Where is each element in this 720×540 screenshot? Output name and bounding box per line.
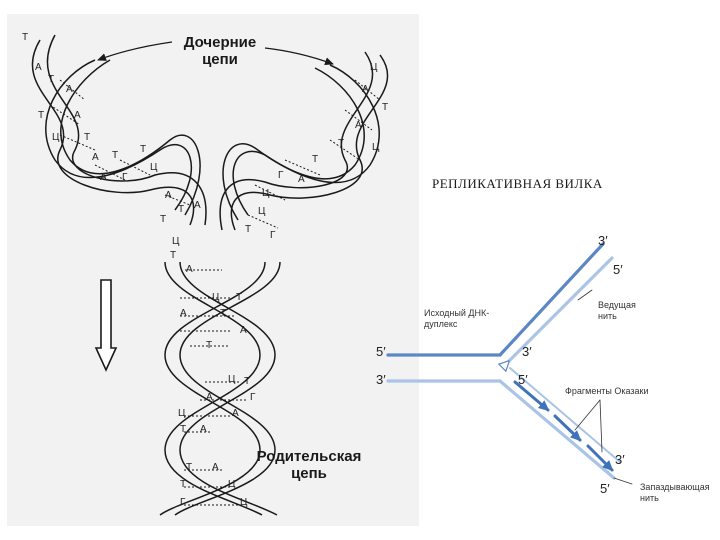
leader-line — [599, 399, 603, 453]
leader-line — [577, 289, 593, 301]
nucleotide-letter: Т — [236, 292, 242, 303]
nucleotide-letter: А — [165, 190, 172, 201]
nucleotide-letter: А — [355, 120, 362, 131]
nucleotide-letter: А — [92, 152, 99, 163]
prime-5-bottom: 5′ — [600, 481, 610, 496]
lagging-template — [498, 379, 616, 480]
nucleotide-letter: Ц — [172, 236, 180, 247]
down-arrow-icon — [94, 279, 118, 372]
nucleotide-letter: А — [74, 110, 81, 121]
nucleotide-letter: Т — [160, 214, 166, 225]
leader-line — [574, 399, 601, 431]
nucleotide-letter: Ц — [212, 292, 220, 303]
okazaki-fragment — [513, 380, 550, 412]
nucleotide-letter: Т — [38, 110, 44, 121]
nucleotide-letter: Ц — [228, 479, 236, 490]
prime-5-top: 5′ — [613, 262, 623, 277]
okazaki-fragment — [586, 444, 614, 472]
nucleotide-letter: Ц — [372, 142, 380, 153]
prime-5-mid: 5′ — [518, 372, 528, 387]
leading-new-strand — [508, 256, 614, 362]
prime-3-mid: 3′ — [522, 344, 532, 359]
nucleotide-letter: Т — [244, 376, 250, 387]
parent-duplex-label: Исходный ДНК-дуплекс — [424, 308, 490, 329]
nucleotide-letter: А — [186, 264, 193, 275]
prime-3-bottom: 3′ — [615, 452, 625, 467]
nucleotide-letter: Т — [22, 32, 28, 43]
nucleotide-letter: Г — [270, 230, 276, 241]
nucleotide-letter: Т — [180, 479, 186, 490]
nucleotide-letter: Г — [122, 172, 128, 183]
nucleotide-letter: А — [232, 408, 239, 419]
leader-line — [613, 477, 633, 485]
prime-3-left: 3′ — [376, 372, 386, 387]
replication-fork — [386, 242, 633, 485]
nucleotide-letter: Т — [338, 138, 344, 149]
nucleotide-letter: Т — [140, 144, 146, 155]
nucleotide-letter: Т — [312, 154, 318, 165]
nucleotide-letter: А — [240, 325, 247, 336]
nucleotide-letter: Т — [180, 424, 186, 435]
nucleotide-letter: А — [206, 392, 213, 403]
nucleotide-letter: Ц — [370, 62, 378, 73]
nucleotide-letter: Т — [220, 308, 226, 319]
nucleotide-letter: А — [194, 200, 201, 211]
nucleotide-letter: Т — [382, 102, 388, 113]
nucleotide-letter: Ц — [262, 188, 270, 199]
nucleotide-letter: А — [200, 424, 207, 435]
nucleotide-letter: А — [212, 462, 219, 473]
nucleotide-letter: Т — [112, 150, 118, 161]
nucleotide-letter: Ц — [240, 497, 248, 508]
nucleotide-letter: Ц — [258, 206, 266, 217]
daughter-helix-right — [219, 51, 389, 231]
prime-5-left: 5′ — [376, 344, 386, 359]
okazaki-fragments-label: Фрагменты Оказаки — [565, 386, 649, 396]
replication-fork-title: РЕПЛИКАТИВНАЯ ВИЛКА — [432, 176, 603, 191]
nucleotide-letter: Ц — [228, 374, 236, 385]
leading-strand-label: Ведущая нить — [598, 300, 636, 321]
nucleotide-letter: Т — [206, 340, 212, 351]
nucleotide-letter: А — [362, 84, 369, 95]
nucleotide-letter: Т — [84, 132, 90, 143]
nucleotide-letter: Т — [48, 74, 54, 85]
daughter-strands-label: Дочерние цепи — [183, 34, 257, 68]
nucleotide-letter: А — [100, 172, 107, 183]
nucleotide-letter: Ц — [150, 162, 158, 173]
base-pair-dashes — [49, 79, 381, 506]
nucleotide-letter: Т — [178, 204, 184, 215]
nucleotide-letter: Ц — [178, 408, 186, 419]
parent-strand-label: Родительская цепь — [256, 448, 362, 482]
nucleotide-letter: А — [66, 84, 73, 95]
prime-3-top: 3′ — [598, 233, 608, 248]
nucleotide-letter: Т — [170, 250, 176, 261]
nucleotide-letter: А — [180, 308, 187, 319]
nucleotide-letter: Т — [245, 224, 251, 235]
curved-arrow-icon — [264, 47, 334, 66]
nucleotide-letter: Ц — [52, 132, 60, 143]
nucleotide-letter: Г — [250, 392, 256, 403]
daughter-helix-left — [31, 34, 207, 226]
nucleotide-letter: Г — [180, 497, 186, 508]
curved-arrow-icon — [97, 41, 173, 61]
nucleotide-letter: А — [35, 62, 42, 73]
okazaki-fragment — [553, 414, 582, 442]
nucleotide-letter: Г — [278, 170, 284, 181]
lagging-strand-label: Запаздывающая нить — [640, 482, 710, 503]
leading-template — [498, 242, 605, 357]
nucleotide-letter: А — [298, 174, 305, 185]
nucleotide-letter: Т — [186, 462, 192, 473]
